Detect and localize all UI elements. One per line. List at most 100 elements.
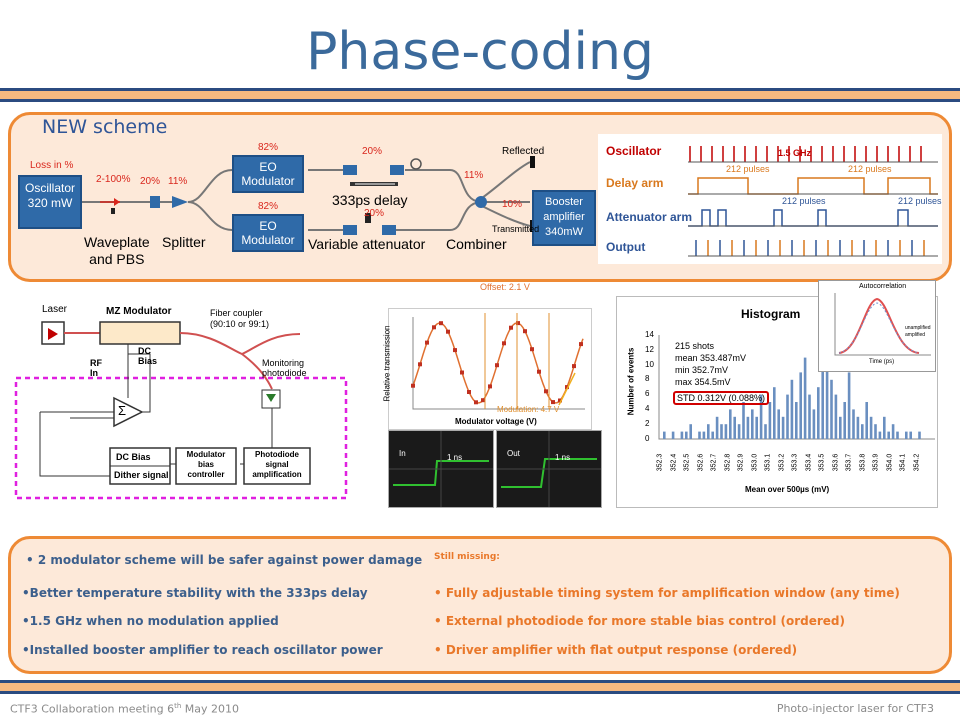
transfer-ylabel: Relative transmission bbox=[382, 325, 392, 402]
bottom-bar bbox=[0, 680, 960, 694]
hist-xtick: 354.0 bbox=[885, 453, 893, 472]
hist-stat-0: 215 shots bbox=[675, 341, 715, 351]
transfer-point bbox=[453, 348, 457, 353]
hist-xtick: 353.7 bbox=[845, 453, 853, 472]
transfer-point bbox=[425, 340, 429, 345]
timing-waveforms bbox=[688, 146, 938, 257]
autocorrelation-inset: Autocorrelation Time (ps) unamplified am… bbox=[818, 280, 936, 372]
waveplate-icon bbox=[111, 208, 115, 214]
histogram-bar bbox=[720, 424, 723, 439]
scheme-heading: NEW scheme bbox=[42, 116, 168, 138]
hist-stat-2: min 352.7mV bbox=[675, 365, 729, 375]
transfer-point bbox=[439, 321, 443, 326]
mz-dither-label: Dither signal bbox=[114, 470, 169, 480]
histogram-bar bbox=[663, 431, 666, 439]
pct-82b: 82% bbox=[258, 201, 279, 212]
hist-xtick: 353.8 bbox=[858, 453, 866, 472]
histogram-bar bbox=[707, 424, 710, 439]
scope-in-label: In bbox=[399, 449, 406, 458]
histogram-bar bbox=[861, 424, 864, 439]
histogram-bar bbox=[742, 402, 745, 439]
footer-right: Photo-injector laser for CTF3 bbox=[776, 702, 934, 715]
transfer-point bbox=[474, 400, 478, 405]
transfer-point bbox=[579, 342, 583, 347]
transfer-point bbox=[565, 385, 569, 390]
hist-ylabel: Number of events bbox=[626, 347, 636, 416]
bullet-left-1: •Better temperature stability with the 3… bbox=[22, 586, 368, 600]
timing-row-oscillator: Oscillator bbox=[606, 144, 662, 158]
histogram-bar bbox=[790, 379, 794, 439]
bullet-right-1: • External photodiode for more stable bi… bbox=[434, 614, 845, 628]
combiner-icon bbox=[475, 196, 487, 208]
mz-laser-label: Laser bbox=[42, 304, 68, 315]
reflected-label: Reflected bbox=[502, 146, 545, 157]
autocorr-xlabel: Time (ps) bbox=[869, 359, 895, 365]
transfer-point bbox=[523, 329, 527, 334]
mz-coupler-label: Fiber coupler (90:10 or 99:1) bbox=[210, 308, 270, 329]
timing-diagram: Oscillator Delay arm Attenuator arm Outp… bbox=[598, 134, 942, 264]
histogram-bar bbox=[715, 416, 719, 439]
histogram-bar bbox=[698, 431, 701, 439]
histogram-bar bbox=[869, 416, 873, 439]
transfer-point bbox=[502, 341, 506, 346]
histogram-bar bbox=[830, 379, 833, 439]
histogram-bar bbox=[856, 416, 860, 439]
transfer-point bbox=[411, 383, 415, 388]
pct-82a: 82% bbox=[258, 142, 279, 153]
pulses-b: 212 pulses bbox=[848, 164, 892, 174]
mz-dcbias-small-label: DC Bias bbox=[138, 346, 158, 366]
transfer-point bbox=[488, 384, 492, 389]
histogram-bar bbox=[768, 402, 772, 439]
hist-ytick: 12 bbox=[645, 344, 654, 354]
transfer-point bbox=[572, 364, 576, 369]
pct-11b: 11% bbox=[464, 170, 484, 181]
histogram-bar bbox=[821, 365, 824, 439]
transfer-xlabel: Modulator voltage (V) bbox=[455, 417, 537, 426]
histogram-bar bbox=[733, 416, 736, 439]
transfer-point bbox=[544, 389, 548, 394]
histogram-bar bbox=[887, 431, 890, 439]
mz-amplification-label: Photodiode signal amplification bbox=[252, 450, 302, 479]
hist-xtick: 354.1 bbox=[899, 453, 907, 472]
attenuator-icon bbox=[365, 213, 371, 223]
scope-out-label: Out bbox=[507, 449, 520, 458]
mz-rf-label: RF In bbox=[90, 358, 102, 378]
pct-20c: 20% bbox=[364, 208, 385, 219]
histogram-bar bbox=[777, 409, 780, 439]
histogram-bar bbox=[689, 424, 692, 439]
transfer-point bbox=[509, 325, 513, 330]
hist-ytick: 2 bbox=[645, 418, 650, 428]
histogram-bar bbox=[799, 372, 802, 439]
autocorr-legend-1: amplified bbox=[905, 332, 926, 338]
histogram-bar bbox=[883, 416, 886, 439]
hist-xtick: 353.3 bbox=[791, 453, 799, 472]
mz-controller-label: Modulator bias controller bbox=[186, 450, 226, 479]
reflected-block-icon bbox=[530, 156, 535, 168]
histogram-bar bbox=[874, 424, 877, 439]
histogram-title: Histogram bbox=[741, 307, 801, 321]
hist-xtick: 354.2 bbox=[912, 453, 920, 472]
histogram-bar bbox=[759, 394, 763, 439]
hist-xtick: 353.0 bbox=[750, 453, 758, 472]
transfer-point bbox=[530, 347, 534, 352]
histogram-bar bbox=[680, 431, 684, 439]
oscillator-box: Oscillator 320 mW bbox=[18, 175, 82, 229]
modulation-label: Modulation: 4.7 V bbox=[497, 405, 560, 414]
hist-stat-3: max 354.5mV bbox=[675, 377, 731, 387]
freq-label: 1.5 GHz bbox=[778, 148, 812, 158]
transfer-plot: Relative transmission Modulator voltage … bbox=[383, 308, 592, 430]
histogram-bar bbox=[905, 431, 908, 439]
histogram-bar bbox=[685, 431, 688, 439]
bullet-right-2: • Driver amplifier with flat output resp… bbox=[434, 643, 798, 657]
hist-xtick: 352.7 bbox=[710, 453, 718, 472]
autocorr-legend-0: unamplified bbox=[905, 325, 931, 331]
histogram-bar bbox=[909, 431, 912, 439]
pulses-a: 212 pulses bbox=[726, 164, 770, 174]
bullet-right-0: • Fully adjustable timing system for amp… bbox=[434, 586, 900, 600]
transfer-point bbox=[495, 363, 499, 368]
pbs-icon bbox=[150, 196, 160, 208]
splitter-icon bbox=[172, 196, 188, 208]
hist-ytick: 14 bbox=[645, 330, 654, 339]
hist-xtick: 352.8 bbox=[723, 453, 731, 472]
hist-xtick: 353.4 bbox=[804, 453, 812, 472]
